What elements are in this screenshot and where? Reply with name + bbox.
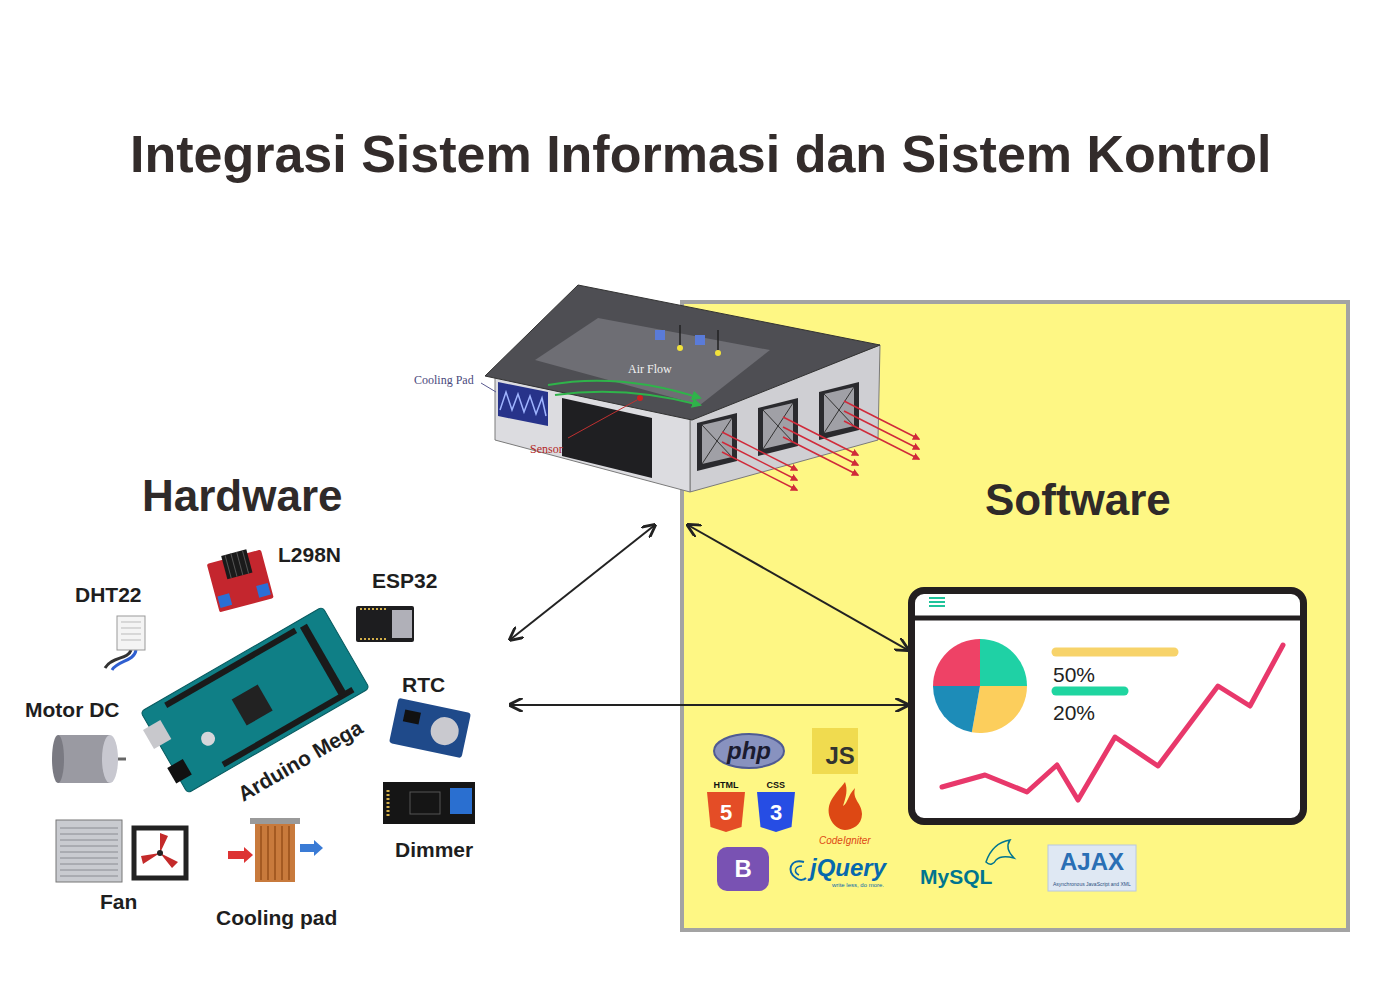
- logo-graphics: [707, 728, 1136, 891]
- connector-arrow: [510, 704, 908, 706]
- callout-label: Cooling Pad: [414, 374, 474, 386]
- dashboard-window: 50% 20%: [908, 587, 1307, 825]
- hardware-group: HardwareL298N ESP32DHT22RTC Motor DC Arduin…: [15, 465, 510, 940]
- callout-label: Air Flow: [626, 362, 674, 376]
- logo-text: B: [735, 857, 752, 881]
- barn-drawing: [481, 285, 919, 492]
- logo-text: CSS: [767, 781, 786, 790]
- callout-label: Sensor: [530, 443, 563, 455]
- part-name: ESP32: [372, 570, 437, 591]
- part-name: Fan: [100, 891, 137, 912]
- part-name: Cooling pad: [216, 907, 337, 928]
- section-heading: Software: [985, 478, 1171, 522]
- percent-value: 20%: [1053, 702, 1095, 723]
- percent-value: 50%: [1053, 664, 1095, 685]
- logo-text: AJAX: [1060, 850, 1124, 874]
- logo-text: HTML: [714, 781, 739, 790]
- diagram-title: Integrasi Sistem Informasi dan Sistem Ko…: [130, 128, 1271, 180]
- logo-text: JS: [826, 744, 855, 768]
- part-name: DHT22: [75, 584, 142, 605]
- part-name: Arduino Mega: [234, 716, 366, 804]
- logo-text: 3: [770, 802, 782, 824]
- part-name: Dimmer: [395, 839, 473, 860]
- logo-text: CodeIgniter: [819, 836, 871, 846]
- part-name: L298N: [278, 544, 341, 565]
- software-panel: Software 50% 20%: [680, 300, 1350, 932]
- part-name: RTC: [402, 674, 445, 695]
- barn-node: Cooling Pad Air FlowSensor: [400, 270, 940, 525]
- logo-text: php: [727, 739, 771, 763]
- part-name: Motor DC: [25, 699, 119, 720]
- logo-tagline: write less, do more.: [832, 882, 884, 888]
- dashboard-chart: [913, 598, 1302, 800]
- section-heading: Hardware: [142, 474, 343, 518]
- logo-text: 5: [720, 802, 732, 824]
- logo-text: MySQL: [920, 866, 992, 887]
- logo-tagline: Asynchronous JavaScript and XML: [1053, 882, 1131, 887]
- connector-arrow: [688, 525, 908, 650]
- logo-text: jQuery: [810, 856, 886, 880]
- connector-arrow: [510, 525, 655, 640]
